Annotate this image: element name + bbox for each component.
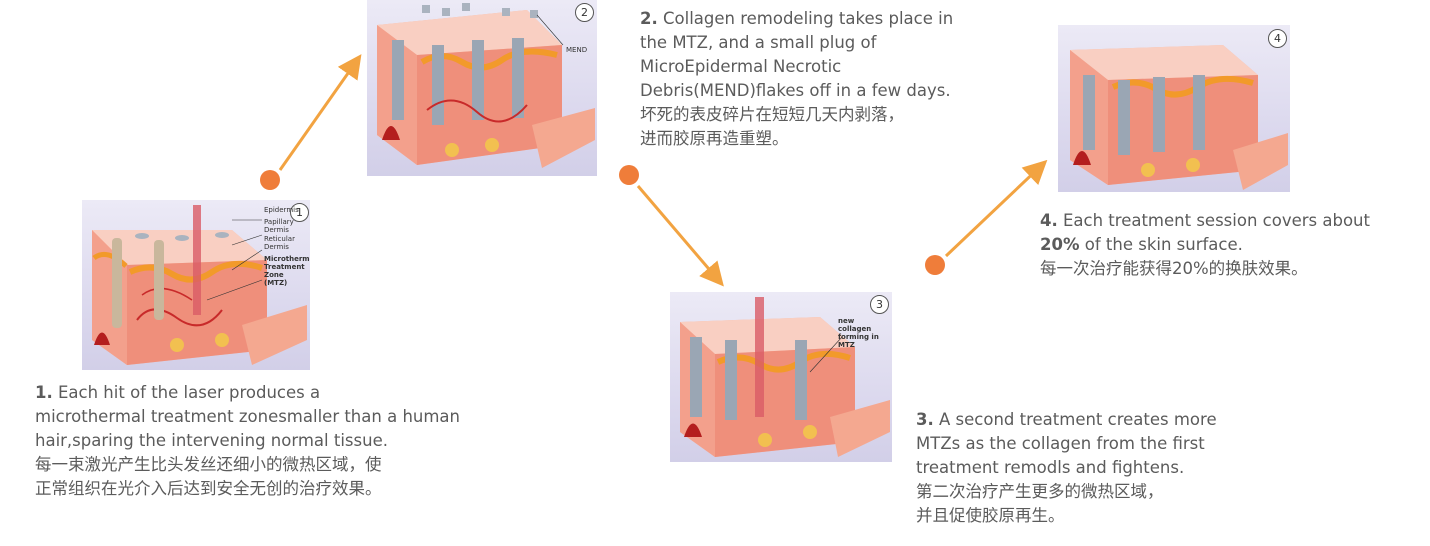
dot-1 xyxy=(260,170,280,190)
step-4-caption: 4. Each treatment session covers about 2… xyxy=(1040,209,1370,281)
step-3-en-3: treatment remodls and fightens. xyxy=(916,458,1185,477)
dot-2 xyxy=(619,165,639,185)
step-3-zh-1: 第二次治疗产生更多的微热区域， xyxy=(916,482,1164,501)
step-2-zh-1: 坏死的表皮碎片在短短几天内剥落， xyxy=(640,105,904,124)
step-badge-3: 3 xyxy=(870,295,889,314)
step-1-line-1: 1. Each hit of the laser produces a xyxy=(35,381,460,405)
step-1-zh-1: 每一束激光产生比头发丝还细小的微热区域，使 xyxy=(35,455,382,474)
step-4-zh-1: 每一次治疗能获得20%的换肤效果。 xyxy=(1040,259,1308,278)
step-4-line-2: 20% of the skin surface. xyxy=(1040,233,1370,257)
step-2-en-3: MicroEpidermal Necrotic xyxy=(640,57,842,76)
step-4-line-1: 4. Each treatment session covers about xyxy=(1040,209,1370,233)
step-3-caption: 3. A second treatment creates more MTZs … xyxy=(916,408,1217,528)
skin-diagram-3: 3 new collagen forming in MTZ xyxy=(670,292,892,462)
label-reticular: Reticular Dermis xyxy=(264,235,295,251)
step-badge-4: 4 xyxy=(1268,29,1287,48)
arrow-2-to-3 xyxy=(636,185,724,287)
label-new-collagen: new collagen forming in MTZ xyxy=(838,317,879,349)
step-2-zh-2: 进而胶原再造重塑。 xyxy=(640,129,789,148)
step-1-en-2: microthermal treatment zonesmaller than … xyxy=(35,407,460,426)
arrow-1-to-2 xyxy=(278,54,362,171)
label-papillary: Papillary Dermis xyxy=(264,218,294,234)
step-4-percent: 20% xyxy=(1040,235,1080,254)
label-mend: MEND xyxy=(566,46,588,54)
label-mtz: Microthermal Treatment Zone (MTZ) xyxy=(264,255,310,287)
step-2-caption: 2. Collagen remodeling takes place in th… xyxy=(640,7,953,151)
dot-3 xyxy=(925,255,945,275)
step-2-en-1: Collagen remodeling takes place in xyxy=(663,9,954,28)
step-2-en-2: the MTZ, and a small plug of xyxy=(640,33,877,52)
step-3-en-2: MTZs as the collagen from the first xyxy=(916,434,1205,453)
step-4-number: 4. xyxy=(1040,211,1058,230)
skin-illustration-1 xyxy=(92,205,307,365)
step-3-line-1: 3. A second treatment creates more xyxy=(916,408,1217,432)
step-2-en-4: Debris(MEND)flakes off in a few days. xyxy=(640,81,951,100)
step-3-en-1: A second treatment creates more xyxy=(939,410,1217,429)
skin-illustration-2 xyxy=(377,3,595,168)
step-2-line-1: 2. Collagen remodeling takes place in xyxy=(640,7,953,31)
step-badge-1: 1 xyxy=(290,203,309,222)
skin-illustration-3 xyxy=(680,297,890,457)
step-1-en-3: hair,sparing the intervening normal tiss… xyxy=(35,431,388,450)
step-4-en-2: of the skin surface. xyxy=(1079,235,1243,254)
step-4-en-1: Each treatment session covers about xyxy=(1063,211,1370,230)
step-1-number: 1. xyxy=(35,383,53,402)
step-3-number: 3. xyxy=(916,410,934,429)
label-epidermis: Epidermis xyxy=(264,206,299,214)
step-1-zh-2: 正常组织在光介入后达到安全无创的治疗效果。 xyxy=(35,479,382,498)
step-badge-2: 2 xyxy=(575,3,594,22)
step-1-caption: 1. Each hit of the laser produces a micr… xyxy=(35,381,460,501)
skin-diagram-2: 2 MEND xyxy=(367,0,597,176)
skin-diagram-4: 4 xyxy=(1058,25,1290,192)
skin-diagram-1: 1 Epidermis Papillary Dermis Reticular D… xyxy=(82,200,310,370)
step-2-number: 2. xyxy=(640,9,658,28)
arrow-3-to-4 xyxy=(944,159,1048,258)
step-1-en-1: Each hit of the laser produces a xyxy=(58,383,321,402)
skin-illustration-4 xyxy=(1070,45,1288,190)
step-3-zh-2: 并且促使胶原再生。 xyxy=(916,506,1065,525)
